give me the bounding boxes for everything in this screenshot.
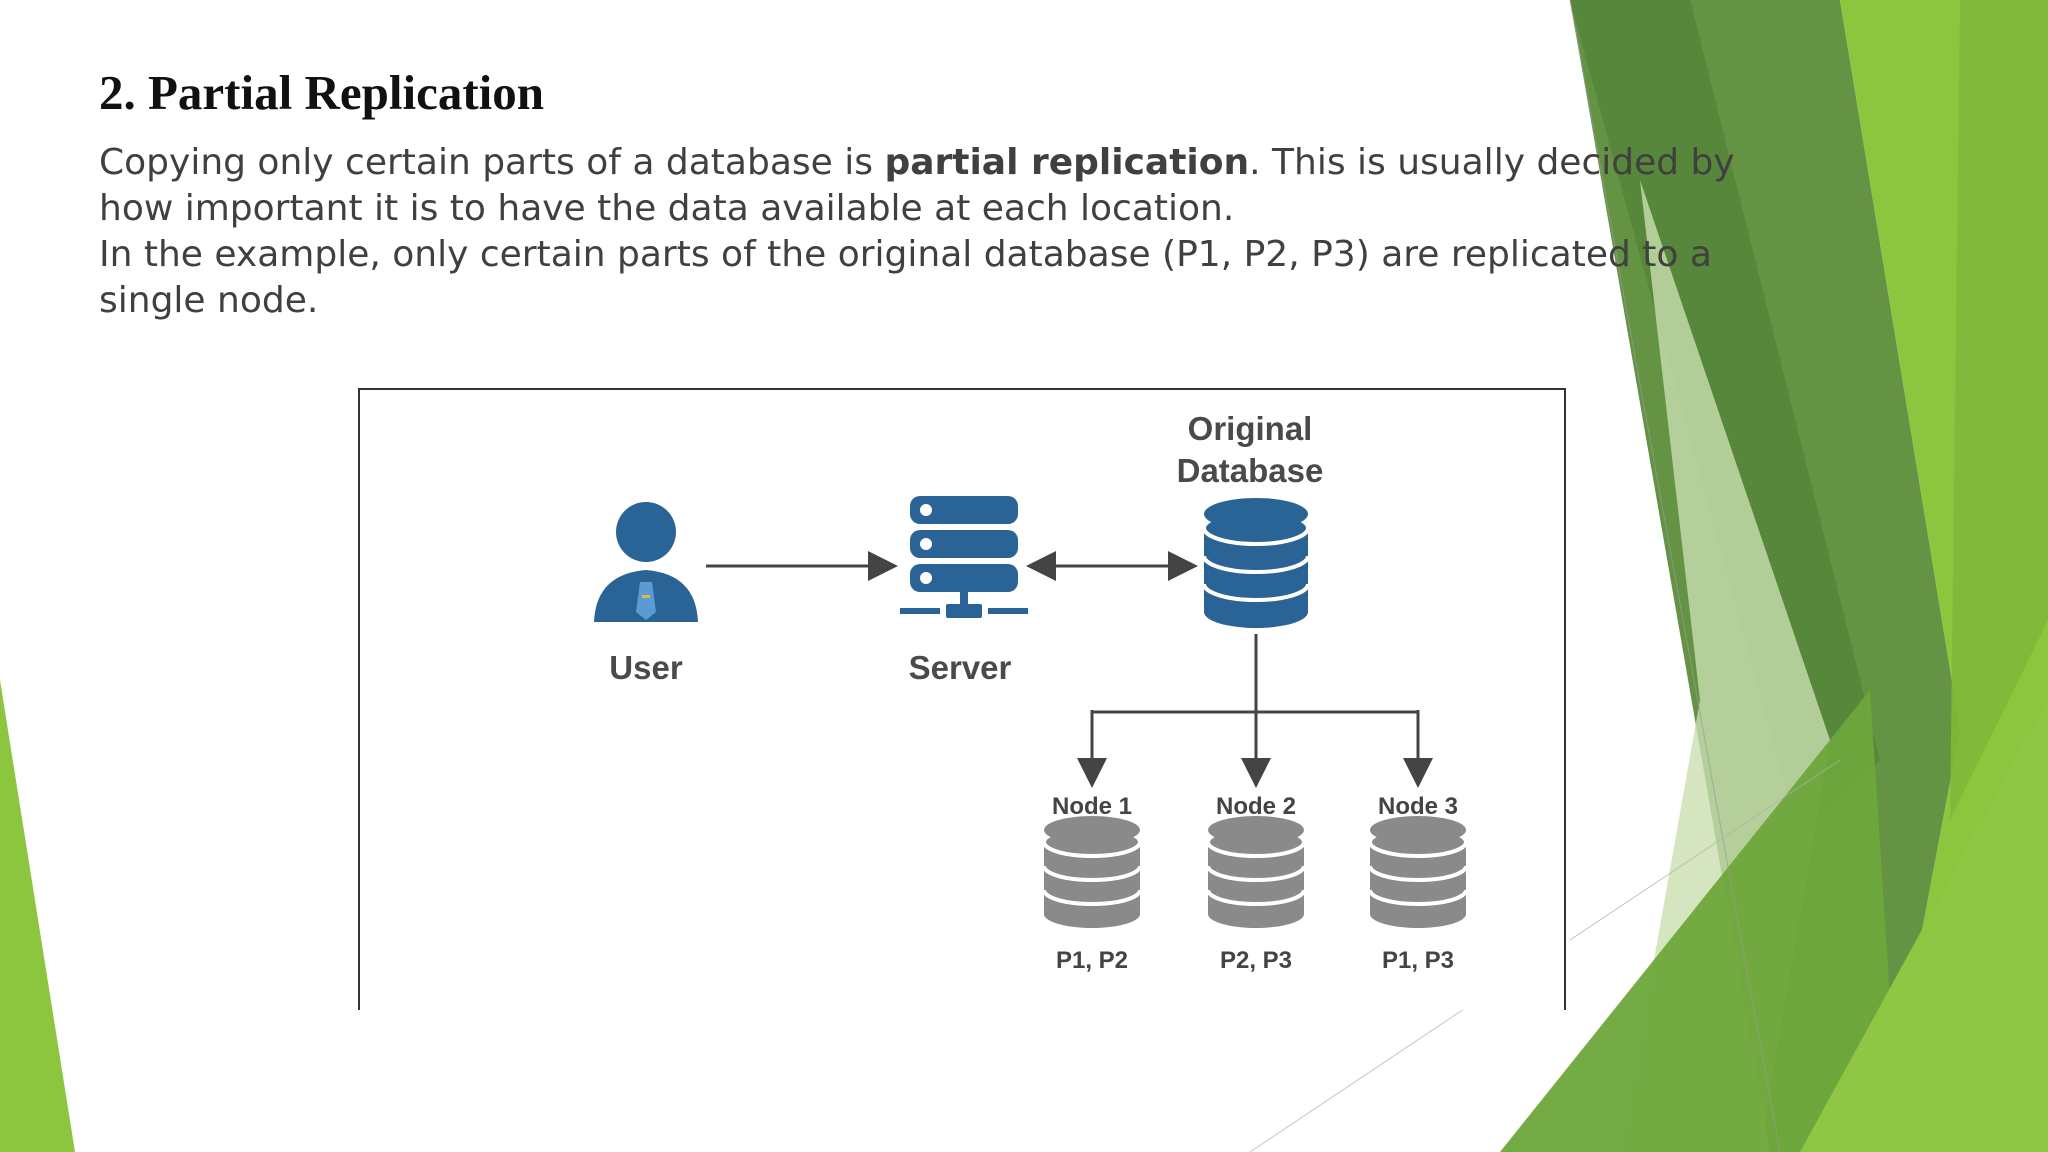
original-database-icon	[1202, 498, 1310, 628]
node-1-database-icon	[1042, 816, 1142, 928]
nodes-group: Node 1 P1, P2 Node 2 P2, P3 Node 3 P1, P3	[1042, 793, 1468, 974]
server-icon	[900, 496, 1028, 618]
replication-connectors	[1077, 634, 1433, 788]
node-3-label: Node 3	[1378, 793, 1458, 820]
node-1-label: Node 1	[1052, 793, 1132, 820]
slide-title: 2. Partial Replication	[99, 65, 545, 120]
node-3-database-icon	[1368, 816, 1468, 928]
replication-diagram: User Server Original Database	[358, 388, 1566, 1010]
node-2-database-icon	[1206, 816, 1306, 928]
original-db-label-line1: Original	[1188, 410, 1313, 447]
user-icon	[594, 502, 698, 622]
paragraph-1: Copying only certain parts of a database…	[99, 140, 1739, 232]
server-label: Server	[909, 649, 1012, 686]
node-2-partitions: P2, P3	[1220, 947, 1292, 974]
user-label: User	[609, 649, 683, 686]
node-1-partitions: P1, P2	[1056, 947, 1128, 974]
paragraph-2: In the example, only certain parts of th…	[99, 234, 1712, 321]
original-db-label-line2: Database	[1177, 452, 1324, 489]
paragraph-1-end: . This is usually decided by how importa…	[99, 142, 1735, 229]
node-3-partitions: P1, P3	[1382, 947, 1454, 974]
node-2-label: Node 2	[1216, 793, 1296, 820]
paragraph-1-bold-term: partial replication	[884, 142, 1250, 183]
slide-body: Copying only certain parts of a database…	[99, 140, 1739, 324]
paragraph-1-start: Copying only certain parts of a database…	[99, 142, 885, 183]
